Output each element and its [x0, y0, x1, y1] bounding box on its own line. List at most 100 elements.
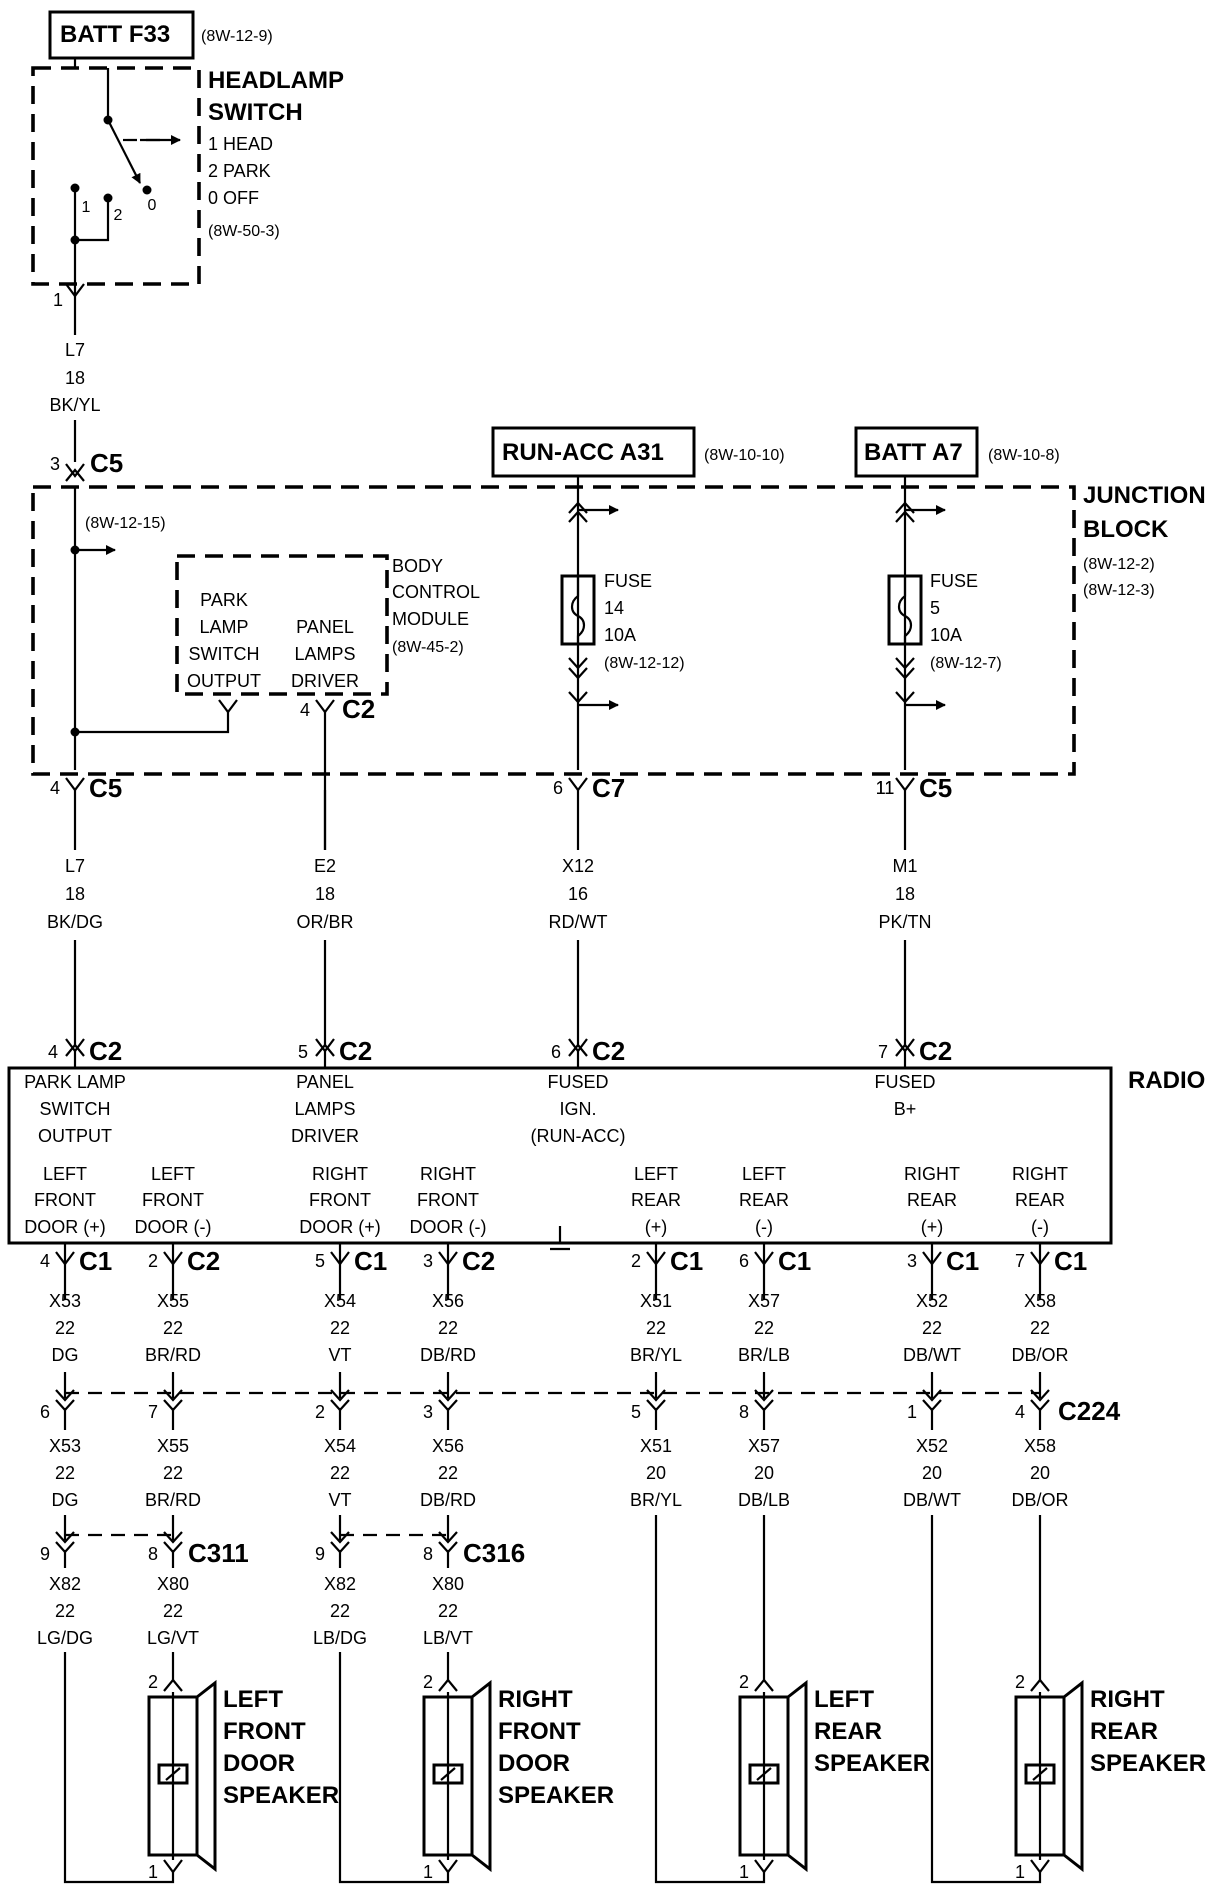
wire-gauge: 16 [568, 884, 588, 904]
radio-in-terminal [895, 1043, 915, 1057]
bcm-park-label: SWITCH [189, 644, 260, 664]
wire-gauge: 22 [55, 1463, 75, 1483]
radio-in-name: C2 [89, 1036, 122, 1066]
fuse14-label: FUSE [604, 571, 652, 591]
wire-gauge: 20 [754, 1463, 774, 1483]
wire-color: BK/DG [47, 912, 103, 932]
speaker-pin2-terminal [163, 1678, 183, 1692]
radio-in-pin: 4 [48, 1042, 58, 1062]
c5-out-pin: 4 [50, 778, 60, 798]
bcm-box [175, 554, 389, 696]
speaker-label: DOOR [223, 1750, 295, 1777]
speaker-pin-top: 2 [423, 1672, 433, 1692]
wire-color: VT [328, 1345, 351, 1365]
wire-color: BR/YL [630, 1490, 682, 1510]
radio-out-label: FRONT [417, 1190, 479, 1210]
fuse5-num: 5 [930, 598, 940, 618]
speaker-label: REAR [1090, 1718, 1158, 1745]
speaker-coil-slash [1032, 1767, 1048, 1781]
headlamp-switch-box [31, 66, 201, 286]
c5-in-terminal [65, 468, 85, 482]
junction-block-title: JUNCTION [1083, 482, 1206, 509]
park-lamp-wire [75, 712, 230, 734]
radio-out-label: REAR [1015, 1190, 1065, 1210]
wire-color: BK/YL [49, 395, 100, 415]
radio-out-name: C1 [79, 1246, 112, 1276]
wire-circuit: X82 [324, 1574, 356, 1594]
speaker-pin2-terminal [754, 1678, 774, 1692]
c224-chevron [922, 1389, 942, 1402]
radio-in-label: LAMPS [294, 1099, 355, 1119]
c224-name: C224 [1058, 1396, 1121, 1426]
c7-terminal [568, 777, 588, 792]
radio-in-label: FUSED [547, 1072, 608, 1092]
bcm-panel-label: PANEL [296, 617, 354, 637]
front-conn-pin: 8 [423, 1544, 433, 1564]
c224-chevron [646, 1389, 666, 1402]
wire-gauge: 22 [330, 1318, 350, 1338]
wire-gauge: 20 [922, 1463, 942, 1483]
radio-out-pin: 2 [148, 1251, 158, 1271]
bcm-park-terminal [218, 699, 238, 714]
radio-in-label: PANEL [296, 1072, 354, 1092]
radio-in-label: PARK LAMP [24, 1072, 126, 1092]
c224-pin: 2 [315, 1402, 325, 1422]
wire-gauge: 22 [1030, 1318, 1050, 1338]
fuse14-chevron [568, 657, 588, 670]
radio-out-label: RIGHT [312, 1164, 368, 1184]
c224-pin: 3 [423, 1402, 433, 1422]
speaker-label: FRONT [498, 1718, 581, 1745]
wire-gauge: 22 [922, 1318, 942, 1338]
wire-circuit: X80 [432, 1574, 464, 1594]
c5-in-name: C5 [90, 448, 123, 478]
radio-in-label: IGN. [559, 1099, 596, 1119]
fuse14-chevron [568, 667, 588, 680]
wire-circuit: X58 [1024, 1291, 1056, 1311]
contact-2-label: 2 [114, 207, 123, 224]
junction-block-ref: (8W-12-3) [1083, 582, 1155, 599]
radio-in-label: FUSED [874, 1072, 935, 1092]
wire-color: BR/LB [738, 1345, 790, 1365]
speaker-pin-bot: 1 [739, 1862, 749, 1882]
wire-color: DB/LB [738, 1490, 790, 1510]
wire-gauge: 22 [55, 1601, 75, 1621]
speaker-label: SPEAKER [1090, 1750, 1206, 1777]
radio-out-label: DOOR (+) [299, 1217, 381, 1237]
wire-gauge: 22 [330, 1463, 350, 1483]
wire-circuit: X52 [916, 1291, 948, 1311]
wire-circuit: X55 [157, 1436, 189, 1456]
speaker-label: SPEAKER [223, 1782, 339, 1809]
c5-m1-pin: 11 [876, 778, 895, 798]
wire-gauge: 18 [65, 368, 85, 388]
speaker-label: RIGHT [1090, 1686, 1165, 1713]
c5-m1-pin: 11 [876, 778, 895, 798]
speaker-label: REAR [814, 1718, 882, 1745]
wire-color: DB/RD [420, 1345, 476, 1365]
c311-name: C311 [188, 1538, 249, 1568]
radio-out-label: (+) [921, 1217, 944, 1237]
speaker-pin-top: 2 [1015, 1672, 1025, 1692]
switch-pos-head: 1 HEAD [208, 134, 273, 154]
speaker-return [654, 1515, 766, 1884]
speaker-coil [432, 1763, 464, 1785]
contact-0 [142, 185, 152, 195]
speaker-pin-top: 2 [148, 1672, 158, 1692]
radio-out-pin: 7 [1015, 1251, 1025, 1271]
radio-out-label: FRONT [142, 1190, 204, 1210]
wire-circuit: X12 [562, 856, 594, 876]
splice-dot [70, 235, 80, 245]
radio-out-label: DOOR (-) [135, 1217, 212, 1237]
speaker-pin1-terminal [438, 1859, 458, 1874]
fuse5-amps: 10A [930, 625, 962, 645]
wire-gauge: 22 [163, 1463, 183, 1483]
fuse5-chevron [895, 510, 915, 523]
junction-block-title: BLOCK [1083, 516, 1169, 543]
speaker-cone [787, 1679, 808, 1873]
switch-out-pin: 1 [53, 290, 63, 310]
c7-pin: 6 [553, 778, 563, 798]
wire-circuit: L7 [65, 856, 85, 876]
wire-color: BR/RD [145, 1490, 201, 1510]
wire-gauge: 22 [754, 1318, 774, 1338]
speaker-return [63, 1652, 175, 1884]
